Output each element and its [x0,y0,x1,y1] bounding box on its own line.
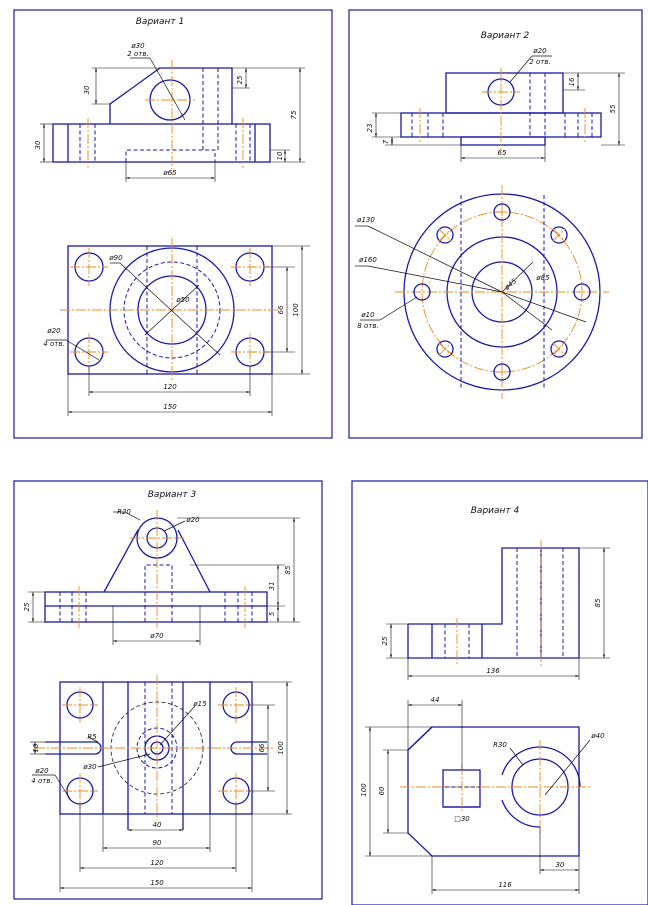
v4-dim-r30: R30 [493,741,507,749]
v1-hole-20: ø20 [46,327,61,335]
v1-hole-30: ø30 [130,42,145,50]
v3-dim-31: 31 [268,582,276,591]
v4-dim-85: 85 [594,598,602,607]
v4-dim-40: ø40 [590,732,605,740]
v4-dim-116: 116 [498,881,512,889]
v1-dim-66: 66 [277,305,285,314]
variant-2-title: Вариант 2 [481,31,530,41]
variant-3-panel: Вариант 3 R20 ø20 [13,480,323,900]
v1-dim-100: 100 [292,303,300,317]
variant-4-front-view: 85 25 136 [381,540,610,680]
v3-dim-r20: R20 [117,508,131,516]
v2-dim-45: ø45 [502,277,518,293]
v2-hole-10-note: 8 отв. [357,322,378,330]
variant-3-top-view: ø15 R5 ø30 10 ø20 4 отв. 66 100 40 [30,675,292,892]
variant-3-title: Вариант 3 [148,490,197,500]
v1-dim-75: 75 [290,110,298,119]
v1-dim-30-top: 30 [83,85,91,94]
v2-dim-16: 16 [568,77,576,86]
variant-4-top-view: □30 R30 ø40 44 100 60 30 [360,696,605,894]
v1-dim-120: 120 [163,383,177,391]
v2-hole-20: ø20 [532,47,547,55]
variant-3-frame [13,480,323,900]
v2-hole-20-note: 2 отв. [529,58,550,66]
variant-2-top-view: ø130 ø160 ø45 ø85 ø10 8 отв. [355,185,609,399]
variant-3-front-view: R20 ø20 85 31 5 25 ø70 [23,508,300,645]
v1-hole-20-note: 4 отв. [43,340,64,348]
v2-dim-23: 23 [366,124,374,133]
v1-dim-65: ø65 [162,169,177,177]
v3-dim-90: 90 [153,839,162,847]
v3-dim-40: 40 [153,821,162,829]
v2-dim-85: ø85 [535,274,550,282]
v3-dim-r5: R5 [87,733,97,741]
variant-2-panel: Вариант 2 ø20 2 отв. [348,9,643,439]
v1-dim-150: 150 [163,403,177,411]
v2-bolt-holes [413,203,591,381]
v2-dim-7: 7 [382,139,390,144]
v4-dim-sq30: □30 [454,815,470,823]
v4-dim-44: 44 [431,696,440,704]
variant-1-panel: Вариант 1 30 25 [13,9,333,439]
v2-hole-10: ø10 [360,311,375,319]
v3-dim-10: 10 [32,743,40,752]
v4-dim-30: 30 [556,861,565,869]
v3-dim-85: 85 [284,565,292,574]
variant-1-title: Вариант 1 [136,17,184,27]
v2-dim-130: ø130 [356,216,375,224]
v2-dim-55: 55 [609,104,617,113]
v3-dim-30: ø30 [82,763,97,771]
v3-dim-15: ø15 [192,700,207,708]
v3-dim-150: 150 [150,879,164,887]
variant-1-top-view: ø90 ø50 ø20 4 отв. 66 100 120 150 [43,238,310,416]
variant-4-title: Вариант 4 [471,506,520,516]
v1-dim-25: 25 [236,75,244,84]
v3-dim-100: 100 [277,741,285,755]
v3-dim-20: ø20 [185,516,200,524]
v2-dim-160: ø160 [358,256,377,264]
v3-hole-20-note: 4 отв. [31,777,52,785]
v1-dim-90: ø90 [108,254,123,262]
v3-dim-66: 66 [258,743,266,752]
v3-dim-5: 5 [268,611,276,616]
v1-dim-50: ø50 [175,296,190,304]
variant-1-frame [13,9,333,439]
variant-2-frame [348,9,643,439]
v1-dim-30-left: 30 [34,140,42,149]
v2-dim-65: 65 [498,149,507,157]
variant-4-frame [351,480,648,905]
v3-dim-25: 25 [23,602,31,611]
v4-dim-60: 60 [378,786,386,795]
v3-dim-70: ø70 [149,632,164,640]
variant-2-front-view: ø20 2 отв. 16 55 23 7 65 [366,47,625,162]
v1-hole-30-note: 2 отв. [127,50,148,58]
v3-dim-120: 120 [150,859,164,867]
v3-hole-20: ø20 [34,767,49,775]
v4-dim-100: 100 [360,783,368,797]
variant-4-panel: Вариант 4 85 25 136 [351,480,648,905]
variant-1-front-view: 30 25 75 10 30 ø65 ø30 2 отв. [34,42,305,182]
v4-dim-25: 25 [381,636,389,645]
v1-dim-10: 10 [276,151,284,160]
v4-dim-136: 136 [486,667,500,675]
